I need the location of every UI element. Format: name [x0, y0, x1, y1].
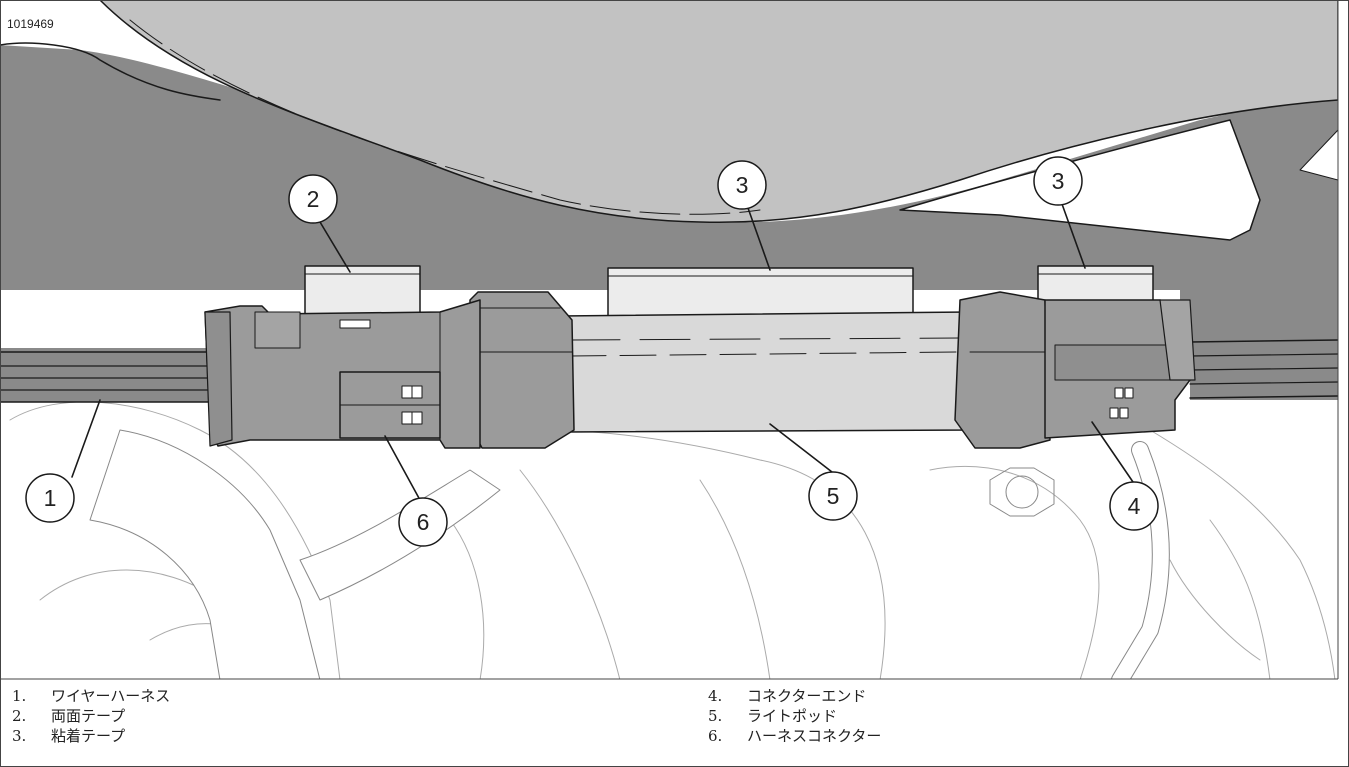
legend-number: 3. — [12, 727, 27, 745]
wire-harness-right — [1189, 339, 1338, 400]
light-panel — [99, 1, 1338, 224]
wire-harness-left — [1, 348, 216, 403]
callout-3-center: 3 — [717, 160, 767, 210]
legend-text: ハーネスコネクター — [747, 727, 882, 745]
connector-end-body — [1044, 299, 1196, 439]
callout-2: 2 — [288, 174, 338, 224]
svg-text:6: 6 — [417, 509, 430, 535]
svg-text:2: 2 — [307, 186, 320, 212]
svg-text:5: 5 — [827, 483, 840, 509]
legend-number: 4. — [708, 687, 723, 705]
callout-1: 1 — [25, 473, 75, 523]
callout-3-right: 3 — [1033, 156, 1083, 206]
legend-text: 両面テープ — [51, 707, 126, 725]
pod-boot-right — [954, 291, 1051, 449]
legend-text: ワイヤーハーネス — [51, 687, 171, 705]
figure-id-label: 1019469 — [2, 17, 61, 32]
callout-6: 6 — [398, 497, 448, 547]
legend-text: 粘着テープ — [51, 727, 126, 745]
legend-text: ライトポッド — [747, 707, 838, 725]
svg-text:1: 1 — [44, 485, 57, 511]
pod-boot-left — [469, 291, 575, 449]
harness-illustration: 1 2 3 3 4 5 6 — [0, 0, 1339, 680]
legend-number: 1. — [12, 687, 27, 705]
leader-lines — [71, 203, 1134, 501]
hose-pipe — [299, 469, 501, 601]
light-pod — [559, 311, 976, 433]
legend-item: 6. ハーネスコネクター — [708, 726, 881, 746]
legend-text: コネクターエンド — [747, 687, 867, 705]
svg-text:3: 3 — [736, 172, 749, 198]
svg-text:3: 3 — [1052, 168, 1065, 194]
legend-item: 1. ワイヤーハーネス — [12, 686, 170, 706]
double-sided-tape — [304, 265, 421, 315]
harness-connector-body — [204, 299, 481, 449]
legend-item: 5. ライトポッド — [708, 706, 881, 726]
callout-5: 5 — [808, 471, 858, 521]
legend-number: 5. — [708, 707, 723, 725]
legend-right: 4. コネクターエンド 5. ライトポッド 6. ハーネスコネクター — [708, 686, 881, 746]
legend-left: 1. ワイヤーハーネス 2. 両面テープ 3. 粘着テープ — [12, 686, 170, 746]
legend-number: 6. — [708, 727, 723, 745]
legend-item: 2. 両面テープ — [12, 706, 170, 726]
hose — [89, 429, 321, 679]
legend-item: 4. コネクターエンド — [708, 686, 881, 706]
legend-number: 2. — [12, 707, 27, 725]
callout-4: 4 — [1109, 481, 1159, 531]
legend-item: 3. 粘着テープ — [12, 726, 170, 746]
svg-text:4: 4 — [1128, 493, 1141, 519]
